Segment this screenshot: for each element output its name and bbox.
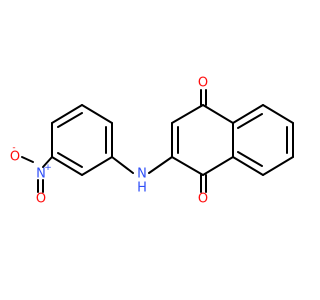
bond-ph2-ph3 bbox=[81, 104, 113, 124]
bond-c5-c4a bbox=[232, 156, 264, 176]
bond-c4-c4a bbox=[202, 156, 234, 176]
atom-oxygen-nitro-minus: O bbox=[10, 150, 20, 165]
bond-c8a-c8-inner bbox=[237, 113, 263, 129]
atom-oxygen-top: O bbox=[198, 76, 208, 91]
background bbox=[0, 0, 300, 300]
bond-c8a-c8 bbox=[232, 104, 264, 124]
charge-minus: - bbox=[12, 143, 15, 153]
bond-c3-c4 bbox=[171, 156, 204, 176]
atom-nitrogen-nitro: N bbox=[36, 167, 46, 182]
atom-labels: O O N H N + O - O bbox=[10, 76, 208, 207]
bond-n-ph bbox=[111, 156, 134, 174]
atom-nitrogen-amine: N bbox=[137, 167, 147, 182]
bond-ph3-ph4 bbox=[51, 104, 83, 124]
bond-ph5-ph6 bbox=[51, 156, 83, 176]
bond-c5-c4a-inner bbox=[237, 151, 263, 167]
bond-ph4-nitro-n bbox=[42, 156, 53, 168]
bonds bbox=[21, 89, 294, 193]
bond-c3-n bbox=[148, 156, 173, 174]
atom-oxygen-nitro-double: O bbox=[36, 192, 46, 207]
bond-ph6-ph1 bbox=[81, 156, 113, 176]
bond-c1-c2 bbox=[171, 104, 204, 124]
bond-c6-c5 bbox=[262, 156, 294, 176]
bond-ph5-ph6-inner bbox=[57, 152, 83, 168]
bond-nitro-n-o-minus bbox=[21, 156, 34, 163]
bond-c8a-c1 bbox=[202, 104, 234, 124]
atom-oxygen-bottom: O bbox=[198, 192, 208, 207]
bond-ph3-ph4-inner bbox=[57, 112, 83, 128]
molecule-structure-diagram: O O N H N + O - O bbox=[0, 0, 300, 300]
atom-hydrogen-amine: H bbox=[137, 181, 147, 196]
bond-c8-c7 bbox=[262, 104, 294, 124]
charge-plus: + bbox=[44, 163, 52, 173]
